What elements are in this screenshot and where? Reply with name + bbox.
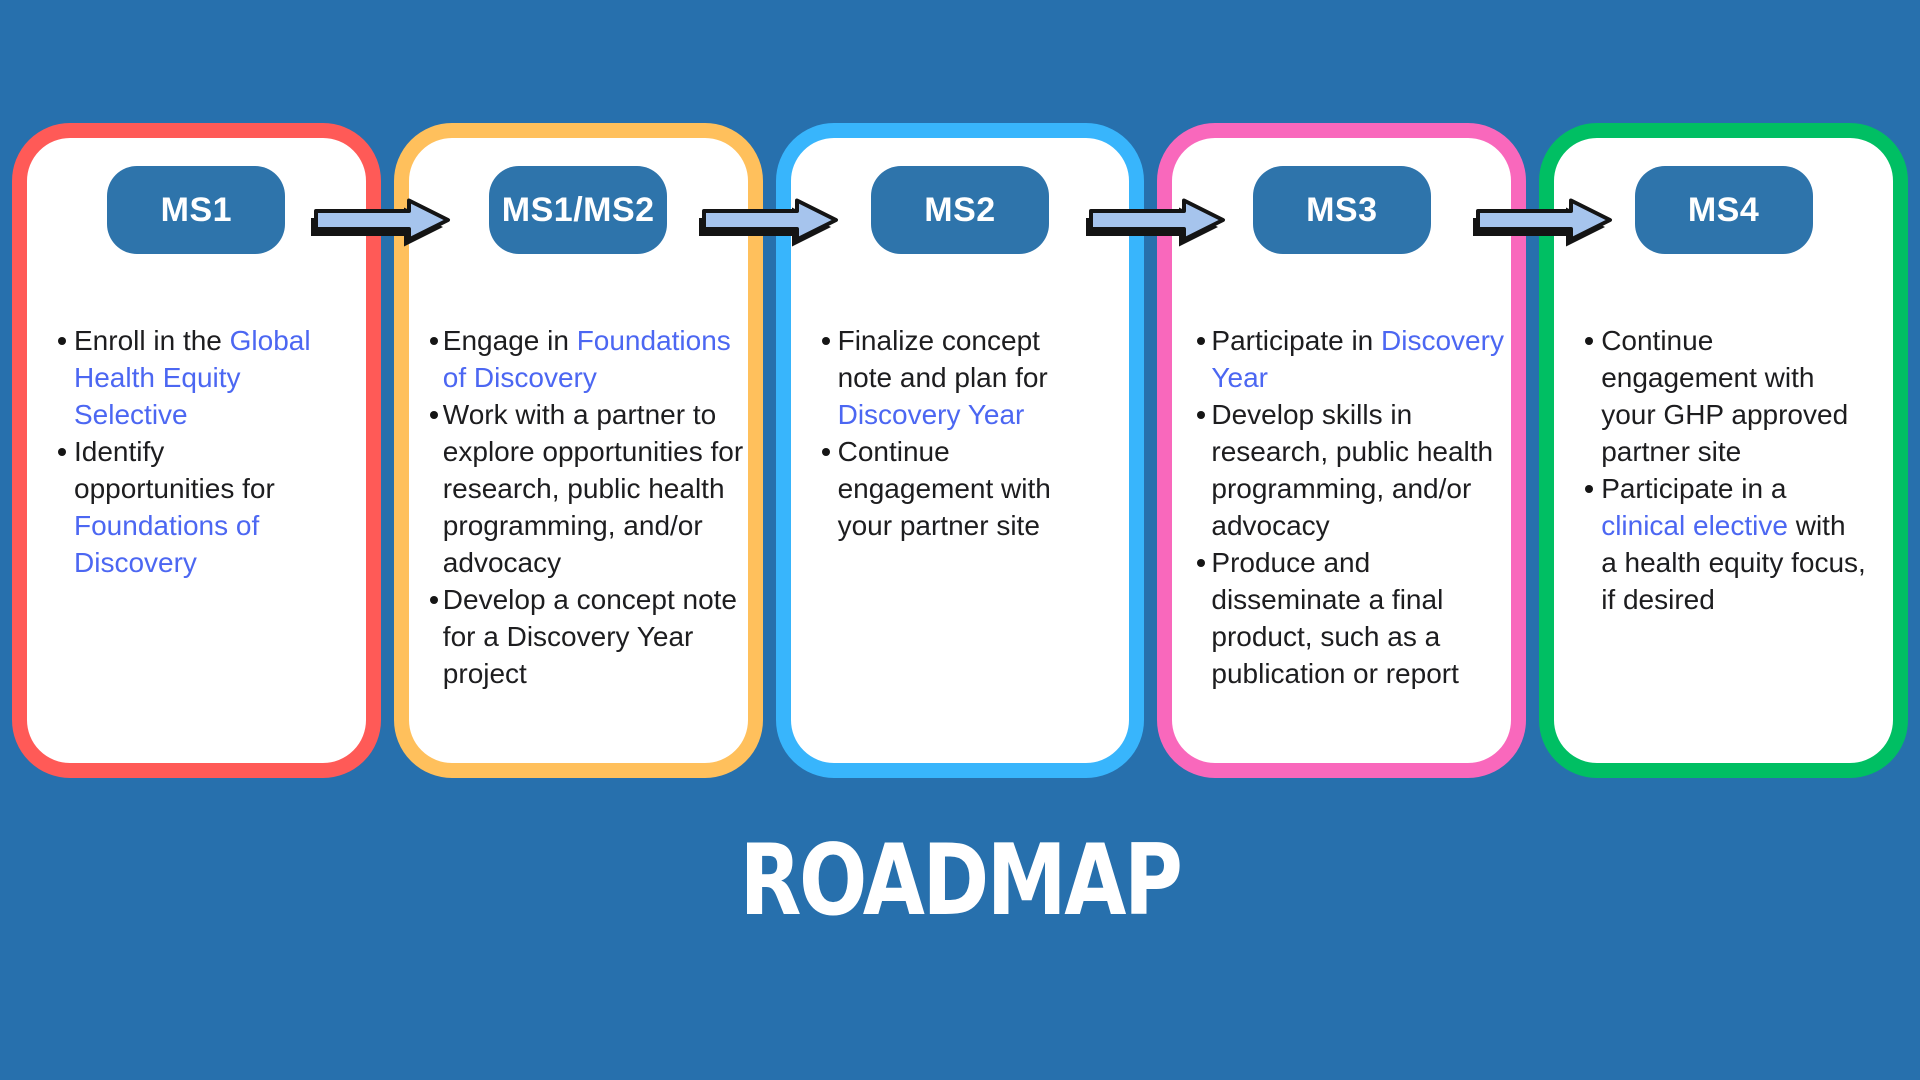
bullet-item: Identify opportunities for Foundations o…: [57, 433, 320, 581]
link-text[interactable]: clinical elective: [1601, 510, 1788, 541]
bullet-item: Continue engagement with your partner si…: [821, 433, 1095, 544]
stage-badge-ms3: MS3: [1252, 166, 1431, 254]
right-arrow-icon: [311, 198, 450, 247]
roadmap-title: ROADMAP: [739, 824, 1183, 938]
body-text: Participate in a: [1601, 473, 1787, 504]
link-text[interactable]: Foundations of Discovery: [74, 510, 260, 578]
bullet-item: Develop skills in research, public healt…: [1196, 396, 1511, 544]
bullet-item: Participate in a clinical elective with …: [1584, 470, 1866, 618]
right-arrow-icon: [699, 198, 838, 247]
link-text[interactable]: Discovery Year: [1211, 325, 1504, 393]
stage-badge-ms4: MS4: [1634, 166, 1813, 254]
bullet-item: Enroll in the Global Health Equity Selec…: [57, 322, 320, 433]
body-text: Engage in: [442, 325, 577, 356]
bullet-item: Engage in Foundations of Discovery: [429, 322, 748, 396]
body-text: Enroll in the: [74, 325, 230, 356]
body-text: Identify opportunities for: [74, 436, 275, 504]
body-text: Develop skills in research, public healt…: [1211, 399, 1494, 541]
body-text: Work with a partner to explore opportuni…: [442, 399, 744, 578]
stage-badge-ms1: MS1: [107, 166, 286, 254]
link-text[interactable]: Discovery Year: [837, 399, 1025, 430]
bullet-list: Finalize concept note and plan for Disco…: [791, 322, 1130, 544]
bullet-item: Work with a partner to explore opportuni…: [429, 396, 748, 581]
bullet-item: Continue engagement with your GHP approv…: [1584, 322, 1866, 470]
bullet-item: Produce and disseminate a final product,…: [1196, 544, 1511, 692]
body-text: Produce and disseminate a final product,…: [1211, 547, 1459, 689]
right-arrow-icon: [1086, 198, 1225, 247]
bullet-item: Participate in Discovery Year: [1196, 322, 1511, 396]
link-text[interactable]: Global Health Equity Selective: [74, 325, 311, 430]
stage-badge-ms2: MS2: [870, 166, 1049, 254]
right-arrow-icon: [1473, 198, 1612, 247]
body-text: Participate in: [1211, 325, 1382, 356]
body-text: with a health equity focus, if desired: [1601, 510, 1866, 615]
bullet-item: Develop a concept note for a Discovery Y…: [429, 581, 748, 692]
body-text: Continue engagement with your partner si…: [837, 436, 1051, 541]
bullet-list: Enroll in the Global Health Equity Selec…: [27, 322, 366, 581]
stage-badge-ms1-ms2: MS1/MS2: [489, 166, 668, 254]
body-text: Develop a concept note for a Discovery Y…: [442, 584, 738, 689]
body-text: Continue engagement with your GHP approv…: [1601, 325, 1849, 467]
body-text: Finalize concept note and plan for: [837, 325, 1048, 393]
bullet-list: Continue engagement with your GHP approv…: [1554, 322, 1893, 618]
bullet-item: Finalize concept note and plan for Disco…: [821, 322, 1095, 433]
link-text[interactable]: Foundations of Discovery: [442, 325, 731, 393]
